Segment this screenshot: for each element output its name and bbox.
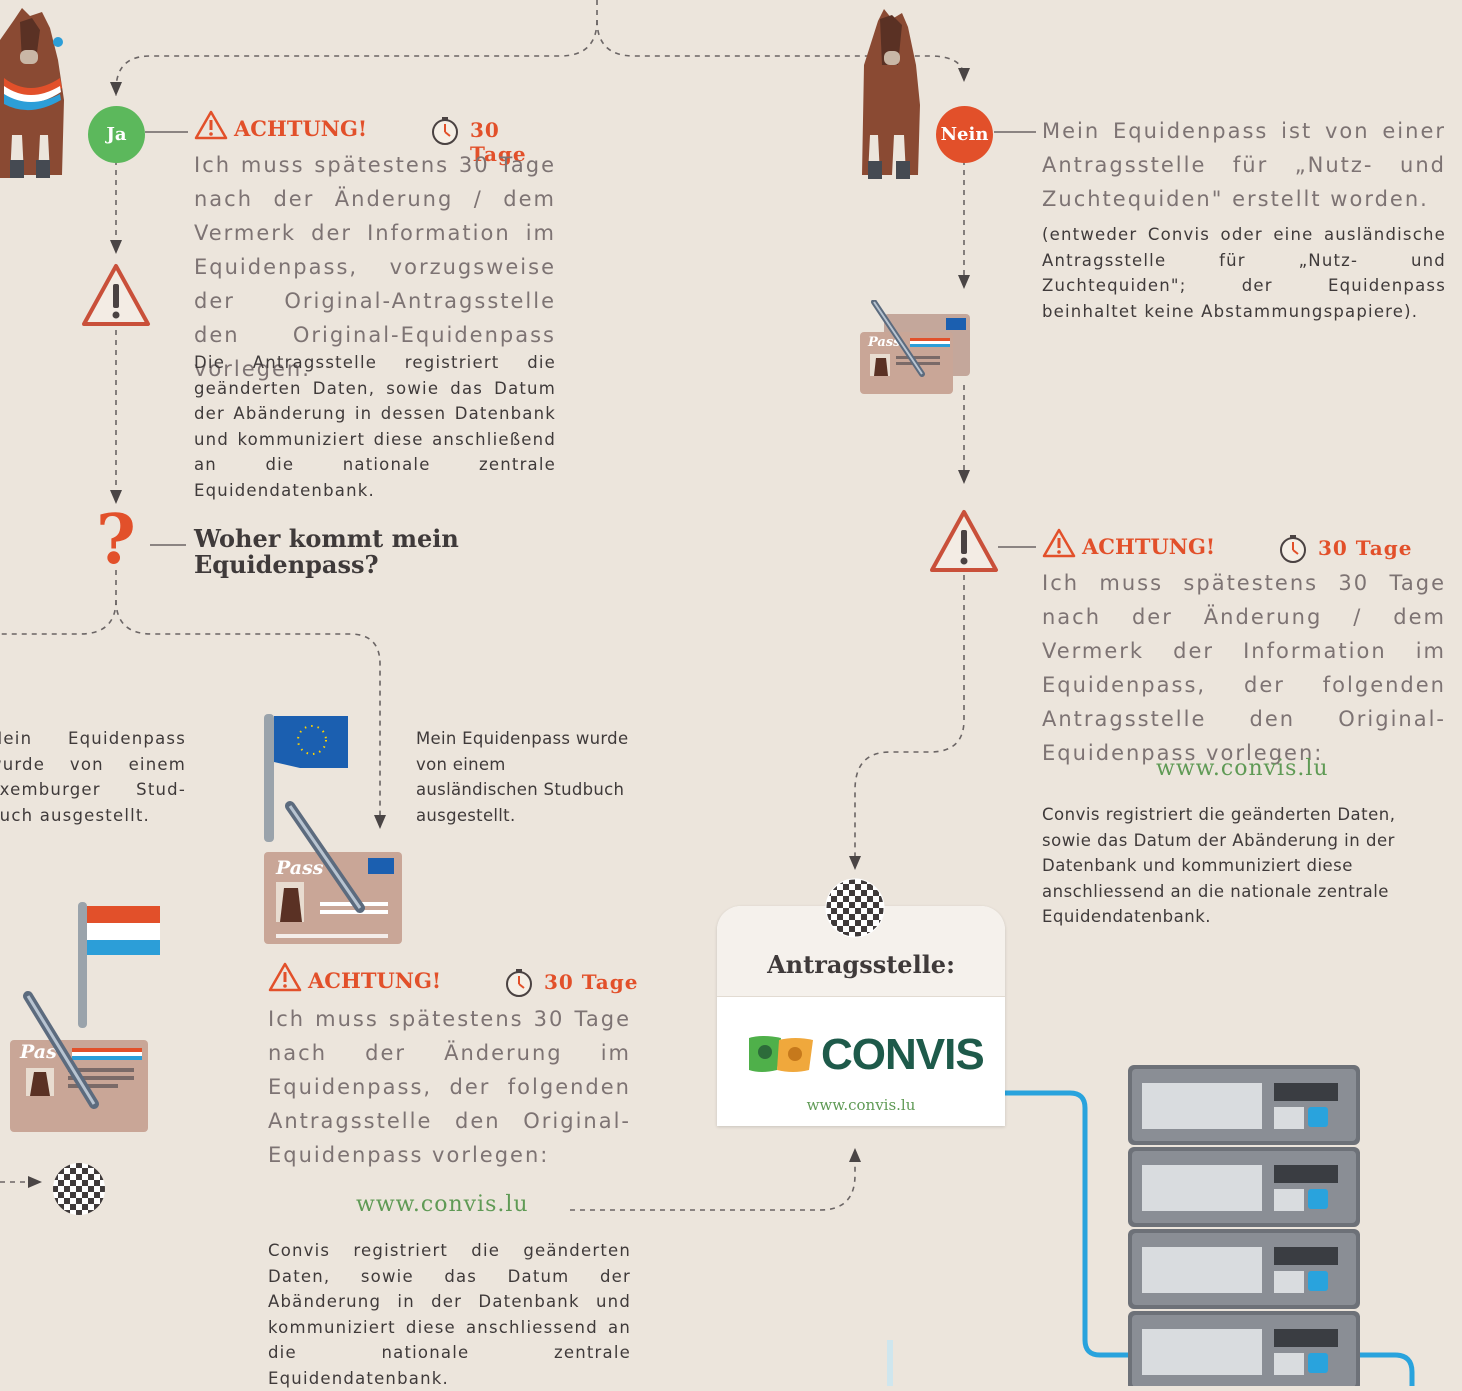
- convis-link[interactable]: www.convis.lu: [806, 1096, 916, 1114]
- stopwatch-icon: [1280, 535, 1306, 563]
- no-branch-note: (entweder Convis oder eine ausländische …: [1042, 225, 1446, 321]
- convis-logo-icon: [749, 1036, 813, 1072]
- deadline-label: 30 Tage: [544, 970, 639, 994]
- convis-link[interactable]: www.convis.lu: [1156, 756, 1329, 781]
- warning-detail: Die Antragsstelle registriert die geände…: [194, 353, 556, 500]
- no-branch-text: Mein Equidenpass ist von einer Antragsst…: [1042, 119, 1446, 211]
- convis-logo-text: CONVIS: [821, 1030, 985, 1079]
- yes-badge: Ja: [88, 106, 145, 163]
- warning-detail: Convis registriert die geänderten Daten,…: [268, 1241, 631, 1388]
- antragsstelle-label: Antragsstelle:: [767, 950, 955, 979]
- convis-link[interactable]: www.convis.lu: [356, 1192, 529, 1217]
- horse-icon: [862, 9, 920, 179]
- warning-text: Ich muss spätestens 30 Tage nach der Änd…: [194, 153, 556, 381]
- eu-flag-icon: Pass: [264, 714, 402, 944]
- svg-text:Pass: Pass: [275, 857, 324, 879]
- no-badge: Nein: [936, 106, 993, 163]
- warning-header: ACHTUNG! 30 Tage: [1042, 528, 1442, 564]
- horse-icon: [0, 8, 64, 178]
- warning-header: ACHTUNG! 30 Tage: [268, 962, 648, 998]
- warning-detail: Convis registriert die geänderten Daten,…: [1042, 805, 1396, 926]
- checkered-flag-icon: [825, 878, 885, 938]
- server-rack-icon: [1128, 1065, 1360, 1391]
- pass-card-icon: Pass: [860, 300, 975, 396]
- question-text: Woher kommt mein Equidenpass?: [194, 524, 459, 579]
- foreign-studbook-text: Mein Equidenpass wurde von einem ausländ…: [416, 729, 629, 825]
- warning-title: ACHTUNG!: [1082, 534, 1216, 559]
- stopwatch-icon: [506, 969, 532, 997]
- svg-text:Pas: Pas: [19, 1041, 57, 1063]
- warning-header: ACHTUNG! 30 Tage: [194, 110, 564, 166]
- deadline-label: 30 Tage: [1318, 536, 1413, 560]
- deadline-label: 30 Tage: [470, 118, 527, 166]
- warning-title: ACHTUNG!: [234, 116, 368, 141]
- antragsstelle-card: Antragsstelle: CONVIS www.convis.lu: [717, 906, 1005, 1126]
- lux-flag-icon: Pas: [10, 902, 160, 1132]
- warning-icon: [930, 510, 998, 572]
- warning-icon: [194, 110, 228, 140]
- warning-icon: [1042, 528, 1076, 558]
- warning-text: Ich muss spätestens 30 Tage nach der Änd…: [1042, 571, 1446, 765]
- warning-icon: [268, 962, 302, 992]
- checkered-flag-icon: [53, 1163, 105, 1215]
- lux-studbook-text: Mein Equidenpass wurde von einem uxembur…: [0, 729, 186, 825]
- convis-logo[interactable]: CONVIS: [747, 1030, 987, 1079]
- stopwatch-icon: [432, 117, 458, 145]
- warning-text: Ich muss spätestens 30 Tage nach der Änd…: [268, 1007, 631, 1167]
- warning-icon: [82, 264, 150, 326]
- question-icon: ?: [96, 500, 136, 580]
- pass-label: Pass: [867, 335, 901, 350]
- warning-title: ACHTUNG!: [308, 968, 442, 993]
